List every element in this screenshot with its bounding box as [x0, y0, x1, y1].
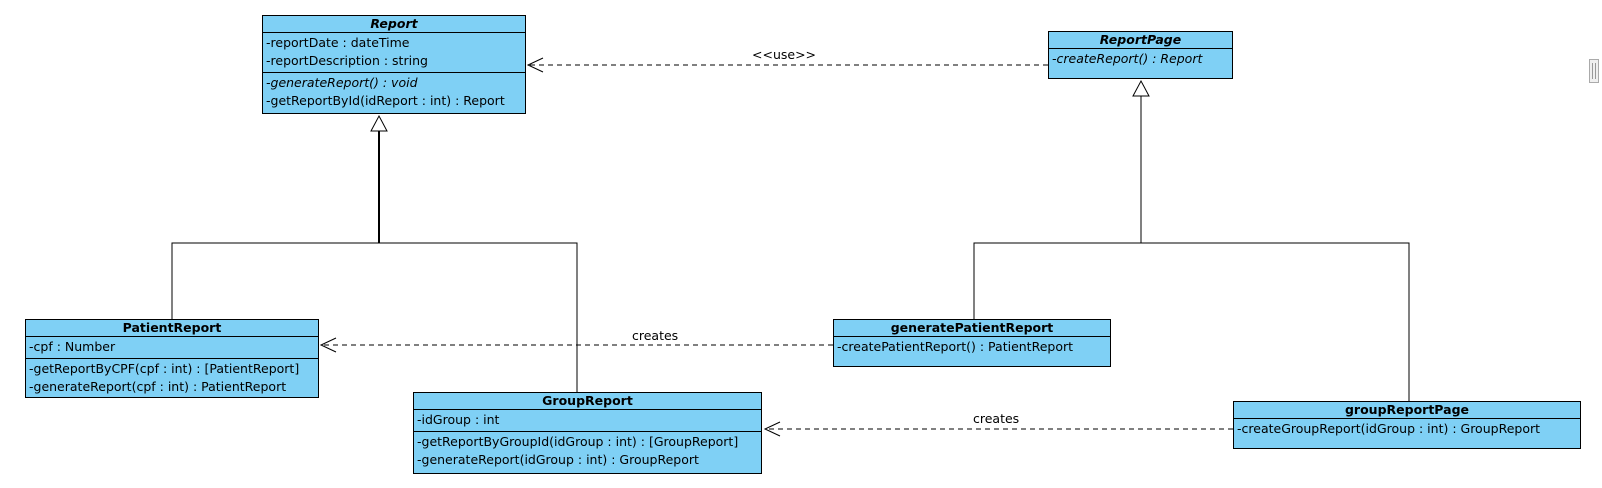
dependency-creates-patient: [319, 337, 833, 353]
operation-generate-report-cpf: -generateReport(cpf : int) : PatientRepo…: [29, 379, 287, 394]
class-reportpage[interactable]: ReportPage -createReport() : Report: [1048, 31, 1233, 79]
attribute-cpf: -cpf : Number: [29, 339, 116, 354]
operation-get-report-by-group-id: -getReportByGroupId(idGroup : int) : [Gr…: [417, 434, 739, 449]
operation-generate-report: -generateReport() : void: [266, 75, 418, 90]
class-groupreport-attributes: -idGroup : int: [414, 410, 761, 431]
operation-create-patient-report: -createPatientReport() : PatientReport: [837, 339, 1074, 354]
class-patientreport-attributes: -cpf : Number: [26, 337, 318, 358]
class-reportpage-name: ReportPage: [1049, 32, 1232, 49]
class-report-operations: -generateReport() : void -getReportById(…: [263, 72, 525, 112]
class-groupreportpage-operations: -createGroupReport(idGroup : int) : Grou…: [1234, 419, 1580, 440]
dependency-use: [526, 57, 1048, 73]
class-patientreport[interactable]: PatientReport -cpf : Number -getReportBy…: [25, 319, 319, 398]
class-groupreportpage-name: groupReportPage: [1234, 402, 1580, 419]
operation-get-report-by-id: -getReportById(idReport : int) : Report: [266, 93, 505, 108]
generalization-report: [171, 114, 578, 392]
class-groupreport[interactable]: GroupReport -idGroup : int -getReportByG…: [413, 392, 762, 474]
class-generatepatientreport[interactable]: generatePatientReport -createPatientRepo…: [833, 319, 1111, 367]
dependency-creates-group: [763, 421, 1233, 437]
operation-generate-report-id-group: -generateReport(idGroup : int) : GroupRe…: [417, 452, 699, 467]
attribute-report-description: -reportDescription : string: [266, 53, 428, 68]
operation-get-report-by-cpf: -getReportByCPF(cpf : int) : [PatientRep…: [29, 361, 300, 376]
class-groupreport-name: GroupReport: [414, 393, 761, 410]
operation-create-report: -createReport() : Report: [1052, 51, 1203, 66]
class-patientreport-operations: -getReportByCPF(cpf : int) : [PatientRep…: [26, 358, 318, 398]
use-label: <<use>>: [752, 47, 817, 62]
class-generatepatientreport-operations: -createPatientReport() : PatientReport: [834, 337, 1110, 358]
class-generatepatientreport-name: generatePatientReport: [834, 320, 1110, 337]
attribute-report-date: -reportDate : dateTime: [266, 35, 410, 50]
class-report-name: Report: [263, 16, 525, 33]
scroll-grip-handle[interactable]: [1589, 59, 1599, 83]
class-groupreportpage[interactable]: groupReportPage -createGroupReport(idGro…: [1233, 401, 1581, 449]
creates-patient-label: creates: [632, 328, 679, 343]
class-report-attributes: -reportDate : dateTime -reportDescriptio…: [263, 33, 525, 72]
operation-create-group-report: -createGroupReport(idGroup : int) : Grou…: [1237, 421, 1541, 436]
generalization-reportpage: [973, 79, 1410, 401]
class-reportpage-operations: -createReport() : Report: [1049, 49, 1232, 70]
class-patientreport-name: PatientReport: [26, 320, 318, 337]
creates-group-label: creates: [973, 411, 1020, 426]
class-report[interactable]: Report -reportDate : dateTime -reportDes…: [262, 15, 526, 114]
attribute-id-group: -idGroup : int: [417, 412, 500, 427]
class-groupreport-operations: -getReportByGroupId(idGroup : int) : [Gr…: [414, 431, 761, 471]
